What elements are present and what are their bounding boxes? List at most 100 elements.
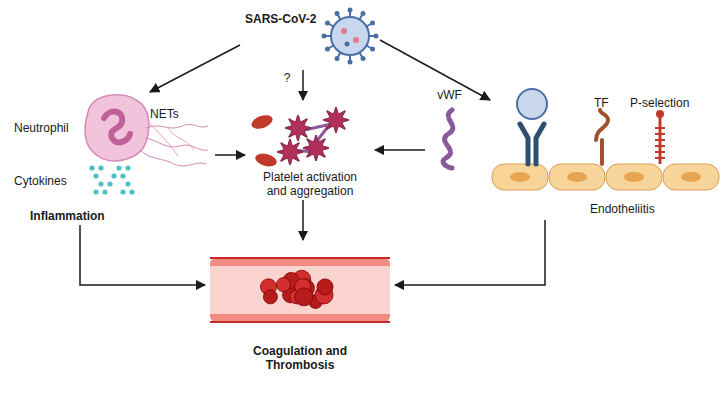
neutrophil-cell	[85, 95, 208, 166]
bound-virus	[517, 89, 547, 119]
arrow-connector	[150, 45, 240, 92]
red-cell	[254, 151, 278, 168]
platelet-group: Platelet activation and aggregation	[245, 100, 375, 200]
vessel-edge	[210, 321, 390, 323]
cytokine-dot	[120, 189, 125, 194]
endothelial-cell	[549, 164, 605, 190]
activated-platelet	[323, 107, 349, 133]
spike-head	[325, 21, 330, 26]
node-label: SARS-CoV-2	[245, 12, 316, 26]
clot-cell	[317, 279, 333, 295]
edge-label: ?	[282, 71, 293, 85]
clot-cell	[295, 288, 313, 306]
receptor	[520, 124, 544, 164]
red-cell	[250, 113, 275, 132]
spike-head	[361, 56, 366, 61]
clot-cell	[276, 278, 290, 292]
virus-body	[331, 17, 369, 55]
virus-dot	[345, 42, 350, 47]
cytokine-dot	[116, 165, 121, 170]
cell-nucleus	[510, 172, 530, 182]
cytokine-dot	[125, 165, 130, 170]
vessel-lumen	[210, 266, 390, 314]
node-label: Coagulation and Thrombosis	[244, 344, 356, 372]
arrow-connector	[395, 220, 545, 285]
clot-cell	[263, 290, 277, 304]
ace2-receptor	[517, 89, 547, 164]
node-label: Endotheliitis	[590, 202, 655, 216]
vessel-edge	[210, 257, 390, 259]
arrow-connector	[302, 70, 304, 100]
cytokine-dot	[107, 181, 112, 186]
cytokine-dot	[93, 189, 98, 194]
endothelial-cell	[492, 164, 548, 190]
net-strand	[146, 124, 208, 128]
cell-nucleus	[624, 172, 644, 182]
virus-dot	[341, 28, 347, 34]
vwf-strand	[443, 110, 453, 168]
vessel-wall	[210, 258, 390, 322]
virus-icon	[322, 8, 379, 65]
spike-head	[335, 11, 340, 16]
activated-platelet	[277, 139, 303, 165]
cell-nucleus	[567, 172, 587, 182]
p-selectin	[655, 110, 665, 164]
p-selectin-head	[656, 110, 664, 118]
vwf-multimer	[443, 110, 453, 168]
cytokine-dot	[111, 173, 116, 178]
cytokine-dot	[129, 189, 134, 194]
spike-head	[370, 21, 375, 26]
arrow-connector	[80, 225, 205, 285]
molecule-label: Cytokines	[14, 174, 67, 188]
vessel	[210, 258, 390, 322]
activated-platelet	[285, 115, 311, 141]
net-strand	[140, 150, 206, 166]
endothelium-group: Endotheliitis	[490, 70, 720, 220]
spike-head	[322, 34, 327, 39]
node-label: vWF	[425, 88, 474, 102]
spike-head	[348, 60, 353, 65]
molecule-label: P-selection	[630, 96, 689, 110]
arrow-connector	[380, 40, 490, 100]
spike-head	[335, 56, 340, 61]
cytokine-dot	[93, 173, 98, 178]
p-selectin-repeats	[655, 128, 665, 158]
arrow-connector	[215, 154, 245, 156]
spike-head	[325, 47, 330, 52]
spike-head	[370, 47, 375, 52]
neutrophil-body	[85, 95, 149, 161]
platelets	[277, 107, 349, 165]
cytokine-dot	[120, 173, 125, 178]
tissue-factor	[596, 110, 608, 164]
activated-platelet	[303, 135, 329, 161]
cytokines	[89, 165, 134, 194]
virus-node: SARS-CoV-2	[240, 5, 380, 70]
cell-label: NETs	[150, 107, 179, 121]
cytokine-dot	[89, 165, 94, 170]
endothelial-cell	[606, 164, 662, 190]
net-strand	[150, 124, 194, 156]
inflammation-group: Inflammation	[10, 92, 215, 225]
tf-shape	[596, 110, 608, 164]
cytokine-dot	[102, 189, 107, 194]
arrow-connector	[302, 200, 304, 240]
node-label: Platelet activation and aggregation	[254, 170, 366, 198]
node-label: Inflammation	[30, 209, 105, 223]
thrombus	[260, 270, 333, 308]
neutrophil-nucleus	[104, 112, 130, 143]
vwf-node: vWF	[425, 86, 474, 172]
net-strand	[145, 138, 208, 150]
molecule-label: TF	[594, 96, 609, 110]
spike-head	[348, 8, 353, 13]
cell-nucleus	[681, 172, 701, 182]
endothelial-cell	[663, 164, 719, 190]
endothelium	[492, 164, 719, 190]
arrow-connector	[375, 149, 425, 151]
spike-head	[361, 11, 366, 16]
cytokine-dot	[125, 181, 130, 186]
spike-head	[374, 34, 379, 39]
cell-label: Neutrophil	[14, 121, 69, 135]
virus-dot	[353, 37, 359, 43]
cytokine-dot	[98, 165, 103, 170]
thrombosis-group: Coagulation and Thrombosis	[205, 240, 395, 374]
